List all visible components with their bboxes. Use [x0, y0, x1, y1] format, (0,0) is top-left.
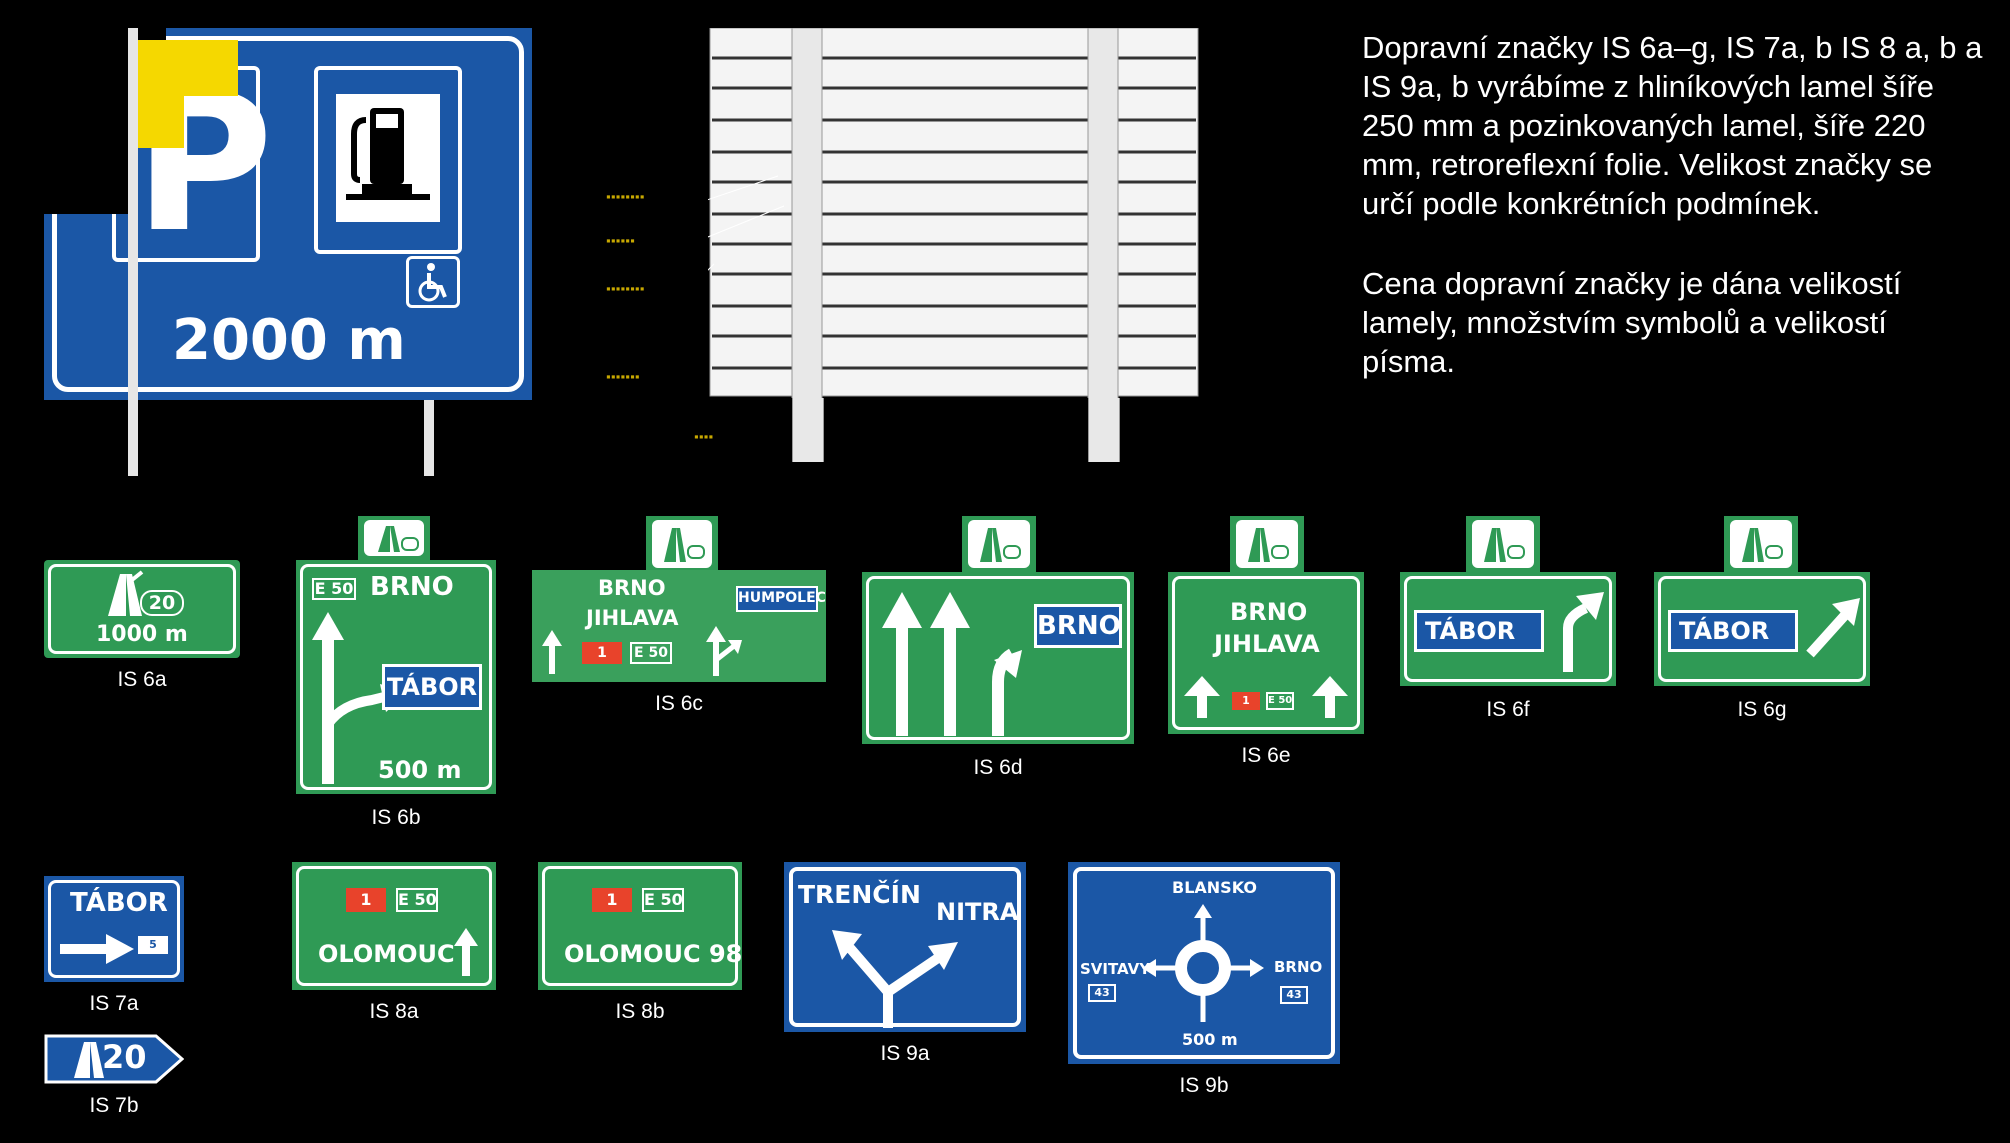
sign-is9b: BLANSKO SVITAVY 43 BRNO 43 500 m [1068, 862, 1340, 1064]
exit-city: TÁBOR [382, 664, 482, 710]
caption-is6c: IS 6c [655, 692, 703, 715]
city-jihlava: JIHLAVA [586, 606, 679, 630]
exit-city: TÁBOR [1414, 610, 1544, 652]
city-blansko: BLANSKO [1172, 878, 1257, 897]
arrow-icon [454, 928, 478, 976]
caption-is8b: IS 8b [615, 1000, 665, 1023]
city-olomouc: OLOMOUC 98 [564, 940, 743, 968]
sign-post-right [424, 400, 434, 476]
caption-is6a: IS 6a [117, 668, 167, 691]
diagram-callout-5: ▪▪▪▪ [694, 432, 714, 441]
plate-is6g [1724, 516, 1798, 572]
sign-is6b: E 50 BRNO TÁBOR 500 m [296, 560, 496, 794]
diagram-callout-4: ▪▪▪▪▪▪▪ [606, 372, 640, 381]
diagram-callout-2: ▪▪▪▪▪▪ [606, 236, 635, 245]
route-number: 20 [102, 1038, 147, 1076]
road-red: 1 [592, 888, 632, 912]
sign-is6a: 20 1000 m [44, 560, 240, 658]
lamel-diagram [697, 27, 1200, 469]
arrow-icon [832, 930, 958, 1028]
caption-is8a: IS 8a [369, 1000, 419, 1023]
sign-is9a: TRENČÍN NITRA [784, 862, 1026, 1032]
city-brno: BRNO [598, 576, 666, 600]
plate-is6e [1230, 516, 1304, 572]
sign-is7a: TÁBOR 5 [44, 876, 184, 982]
sign-distance: 500 m [1182, 1030, 1238, 1049]
sign-is8a: 1 E 50 OLOMOUC [292, 862, 496, 990]
city-tabor: TÁBOR [70, 888, 168, 918]
caption-is9a: IS 9a [880, 1042, 930, 1065]
road-red: 1 [1232, 692, 1260, 710]
fuel-pump-icon [336, 94, 440, 222]
arrow-icon [542, 630, 562, 674]
lamel-post-right [1088, 398, 1120, 462]
plate-is6f [1466, 516, 1540, 572]
arrow-icon [706, 626, 742, 676]
road-e50: E 50 [396, 888, 438, 912]
big-sign-distance: 2000 m [172, 308, 406, 373]
arrow-icon [1806, 598, 1860, 658]
sign-is6c: BRNO JIHLAVA HUMPOLEC 1 E 50 [532, 570, 826, 682]
roundabout-icon [1142, 904, 1264, 1022]
sign-is6d: BRNO [862, 572, 1134, 744]
caption-is6g: IS 6g [1737, 698, 1787, 721]
sign-is6g: TÁBOR [1654, 572, 1870, 686]
road-e50: E 50 [630, 642, 672, 664]
exit-city: BRNO [1034, 604, 1122, 648]
arrow-icon [60, 934, 134, 964]
city-brno: BRNO [370, 572, 454, 602]
description-paragraph-1: Dopravní značky IS 6a–g, IS 7a, b IS 8 a… [1362, 30, 1983, 221]
city-trencin: TRENČÍN [798, 880, 921, 909]
city-svitavy: SVITAVY [1080, 960, 1151, 978]
plate-is6d [962, 516, 1036, 572]
road-red: 1 [582, 642, 622, 664]
arrow-icon [1184, 676, 1220, 718]
caption-is7a: IS 7a [89, 992, 139, 1015]
exit-city: HUMPOLEC [736, 586, 826, 612]
city-nitra: NITRA [936, 898, 1019, 926]
city-brno: BRNO [1230, 598, 1308, 626]
arrow-icon [1563, 592, 1604, 672]
distance-km: 5 [138, 936, 168, 954]
sign-is6e: BRNO JIHLAVA 1 E 50 [1168, 572, 1364, 734]
sign-is8b: 1 E 50 OLOMOUC 98 [538, 862, 742, 990]
fuel-box [314, 66, 462, 254]
wheelchair-icon [406, 256, 460, 308]
description-paragraph-2: Cena dopravní značky je dána velikostí l… [1362, 266, 1902, 379]
lamel-post-left [792, 398, 824, 462]
road-e50: E 50 [1266, 692, 1294, 710]
caption-is6f: IS 6f [1486, 698, 1530, 721]
route-number: 20 [140, 590, 184, 616]
road-red: 1 [346, 888, 386, 912]
sign-is7b: 20 [44, 1034, 185, 1088]
plate-is6c [646, 516, 718, 572]
route-number: 43 [1088, 984, 1116, 1002]
sign-distance: 1000 m [96, 622, 188, 647]
city-olomouc: OLOMOUC [318, 940, 455, 968]
diagram-callout-1: ▪▪▪▪▪▪▪▪ [606, 192, 645, 201]
sign-is6f: TÁBOR [1400, 572, 1616, 686]
caption-is9b: IS 9b [1179, 1074, 1229, 1097]
diagram-callout-3: ▪▪▪▪▪▪▪▪ [606, 284, 645, 293]
exit-city: TÁBOR [1668, 610, 1798, 652]
sign-distance: 500 m [378, 756, 462, 784]
arrow-icon [882, 592, 1012, 736]
road-e50: E 50 [312, 578, 356, 600]
city-jihlava: JIHLAVA [1214, 630, 1320, 658]
caption-is7b: IS 7b [89, 1094, 139, 1117]
caption-is6b: IS 6b [371, 806, 421, 829]
caption-is6e: IS 6e [1241, 744, 1291, 767]
caption-is6d: IS 6d [973, 756, 1023, 779]
plate-is6b [358, 516, 430, 560]
arrow-icon [1312, 676, 1348, 718]
road-e50: E 50 [642, 888, 684, 912]
route-number: 43 [1280, 986, 1308, 1004]
motorway-icon [102, 570, 144, 620]
city-brno: BRNO [1274, 958, 1323, 976]
